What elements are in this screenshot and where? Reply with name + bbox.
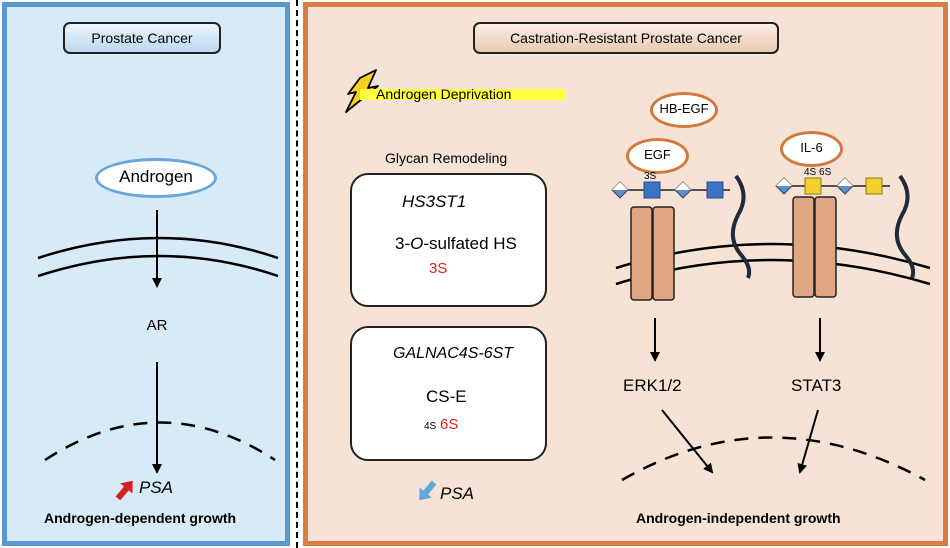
membrane-cs-chain [775, 177, 890, 195]
galnac4s-6st-label: GALNAC4S-6ST [393, 345, 514, 362]
proteoglycan-core-right [894, 174, 916, 279]
cs-6s-label: 6S [440, 416, 459, 433]
panel-divider [296, 0, 298, 548]
sulfated-hs-suffix: -sulfated HS [423, 234, 517, 253]
left-growth-label: Androgen-dependent growth [44, 510, 237, 526]
right-nucleus-boundary [621, 436, 926, 482]
egf-ellipse [626, 138, 689, 174]
cs-e-label: CS-E [426, 387, 467, 406]
right-psa-label: PSA [440, 484, 475, 503]
cs-remodeling-box [350, 326, 547, 461]
hs3st1-label: HS3ST1 [402, 192, 467, 211]
il6-ellipse [780, 131, 843, 167]
cs-4s-label: 4S [424, 421, 437, 432]
left-panel-title: Prostate Cancer [63, 22, 221, 54]
androgen-deprivation-label: Androgen Deprivation [376, 86, 512, 102]
hs-3s-label: 3S [429, 260, 448, 277]
psa-down-arrow-icon [419, 480, 437, 501]
il6-label: IL-6 [800, 140, 823, 155]
left-panel [2, 2, 290, 546]
hb-egf-ellipse [650, 92, 718, 128]
arrow-erk-to-nucleus [661, 409, 714, 474]
androgen-label: Androgen [119, 167, 193, 186]
left-membrane [37, 236, 279, 278]
psa-up-arrow-icon [115, 480, 133, 501]
left-nucleus-boundary [44, 421, 276, 462]
androgen-ellipse [95, 158, 217, 198]
androgen-deprivation-highlight [360, 89, 566, 100]
hb-egf-label: HB-EGF [659, 101, 709, 116]
egf-receptor [630, 206, 675, 301]
egf-label: EGF [644, 147, 671, 162]
left-psa-label: PSA [139, 478, 174, 497]
il6-4s-6s-label: 4S 6S [804, 167, 832, 178]
right-panel-title: Castration-Resistant Prostate Cancer [473, 22, 779, 54]
stat3-label: STAT3 [791, 376, 842, 395]
sulfated-hs-italic: O [410, 234, 424, 253]
erk-label: ERK1/2 [623, 376, 682, 395]
hs-remodeling-box [350, 173, 547, 307]
proteoglycan-core-left [730, 174, 752, 279]
right-growth-label: Androgen-independent growth [636, 510, 841, 526]
egf-3s-label: 3S [644, 171, 657, 182]
il6-receptor [792, 196, 837, 298]
arrow-stat3-to-nucleus [797, 409, 819, 474]
sulfated-hs-label: 3-O-sulfated HS [395, 234, 517, 254]
glycan-remodeling-label: Glycan Remodeling [385, 150, 508, 166]
ar-label: AR [146, 317, 168, 334]
membrane-hs-chain [611, 181, 730, 199]
sulfated-hs-prefix: 3- [395, 234, 411, 253]
